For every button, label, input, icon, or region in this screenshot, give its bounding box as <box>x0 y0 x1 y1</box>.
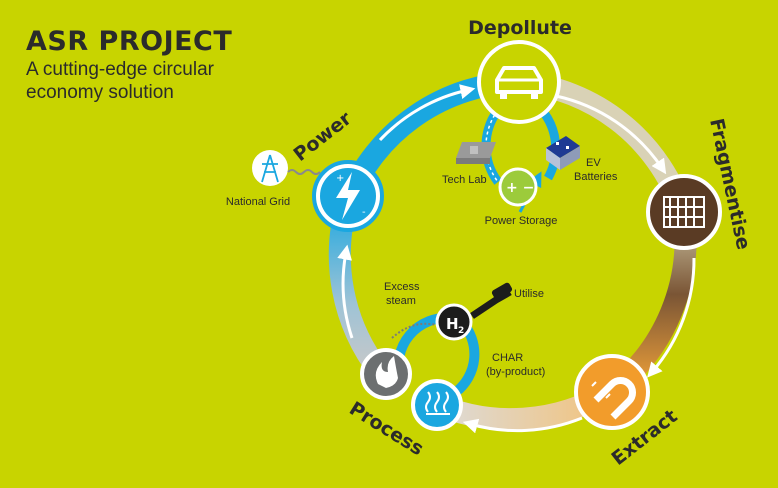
char-label-2: (by-product) <box>486 366 545 378</box>
magnet-icon <box>591 377 636 420</box>
ev-batteries-label-1: EV <box>586 157 601 169</box>
fragmentise-node[interactable]: Fragmentise <box>646 116 754 252</box>
ev-batteries-node[interactable]: EV Batteries <box>546 136 618 183</box>
utilise-label: Utilise <box>514 288 544 300</box>
depollute-node[interactable]: Depollute <box>468 17 572 124</box>
process-heat-circle <box>411 379 463 431</box>
stage-label-power: Power <box>290 107 357 166</box>
building-icon <box>456 142 496 164</box>
national-grid-node[interactable]: National Grid <box>226 150 321 208</box>
power-storage-label: Power Storage <box>485 215 558 227</box>
shredder-icon <box>663 196 705 228</box>
national-grid-circle <box>252 150 288 186</box>
flow-arrow-extract-process <box>462 416 583 434</box>
minus-sign: - <box>362 207 366 218</box>
power-storage-node[interactable]: + − Power Storage <box>485 167 558 227</box>
extract-node[interactable]: Extract <box>574 354 682 470</box>
lightning-bolt-icon <box>336 172 360 220</box>
ev-batteries-label-2: Batteries <box>574 171 618 183</box>
flow-arrow-power-depollute <box>378 84 476 142</box>
stage-label-depollute: Depollute <box>468 17 572 39</box>
process-node[interactable]: Process <box>345 348 463 460</box>
inner-loop-right <box>536 104 561 181</box>
hydrogen-subscript: 2 <box>458 326 464 336</box>
grid-cable <box>287 169 321 175</box>
header: ASR PROJECT A cutting-edge circular econ… <box>26 26 266 104</box>
pylon-icon <box>261 154 279 183</box>
national-grid-label: National Grid <box>226 196 290 208</box>
char-label-1: CHAR <box>492 352 523 364</box>
hydrogen-nozzle <box>470 288 512 319</box>
plus-sign: + <box>336 173 344 184</box>
tech-lab-label: Tech Lab <box>442 174 487 186</box>
excess-steam-label-1: Excess <box>384 281 420 293</box>
flow-arrow-process-power <box>337 244 354 339</box>
car-icon <box>495 66 543 99</box>
battery-pack-icon <box>546 136 580 170</box>
flow-arrow-fragmentise-extract <box>647 257 696 378</box>
fragmentise-circle <box>646 174 722 250</box>
flame-icon <box>375 356 398 388</box>
excess-steam-label-2: steam <box>386 295 416 307</box>
extract-circle <box>574 354 650 430</box>
hydrogen-circle <box>435 303 473 341</box>
page-title: ASR PROJECT <box>26 26 233 57</box>
heat-waves-icon <box>425 391 450 415</box>
hydrogen-pump-icon <box>491 282 513 300</box>
hydrogen-label: H <box>446 315 459 333</box>
tech-lab-node[interactable]: Tech Lab <box>442 142 496 186</box>
flow-arrow-depollute-fragmentise <box>555 94 667 175</box>
hydrogen-node[interactable]: H 2 <box>435 282 513 341</box>
battery-icon: + − <box>506 180 534 196</box>
page-subtitle: A cutting-edge circular economy solution <box>26 59 214 103</box>
power-node[interactable]: + - Power <box>290 107 384 232</box>
depollute-circle <box>477 40 561 124</box>
power-storage-circle <box>498 167 538 207</box>
